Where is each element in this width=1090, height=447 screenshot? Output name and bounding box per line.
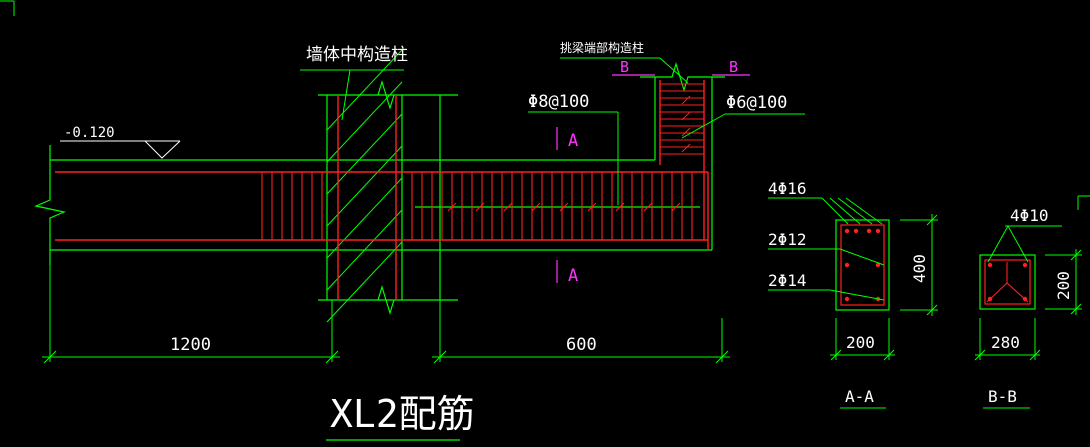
hatch-line (326, 241, 403, 323)
hatch-line (326, 113, 403, 195)
rebar-dot (1022, 296, 1028, 302)
drawing-title: XL2配筋 (330, 392, 475, 436)
bar-tick (559, 202, 569, 212)
elevation-label: -0.120 (64, 125, 115, 141)
bar-tick (447, 202, 457, 212)
section-aa-top-bars: 4Φ16 (768, 179, 807, 198)
bar-tick (671, 202, 681, 212)
section-bb-stirrup (984, 259, 1031, 305)
section-bb-bars (987, 262, 1028, 302)
section-mark-b-left: B (620, 58, 629, 76)
section-aa-width: 200 (846, 333, 875, 352)
rebar-dot (987, 262, 993, 268)
bar-tick (681, 111, 691, 121)
section-aa-height: 400 (910, 254, 929, 283)
bar-tick (681, 127, 691, 137)
hatch-line (326, 49, 403, 131)
rebar-dot (866, 228, 872, 234)
column-hatch (326, 49, 403, 323)
beam-outline (34, 61, 725, 316)
rebar-dot (987, 296, 993, 302)
elevation-marker (60, 140, 181, 159)
rebar-dot (844, 296, 850, 302)
bar-tick (503, 202, 513, 212)
hatch-line (326, 209, 403, 291)
dimension-right: 600 (566, 335, 597, 355)
section-bb-bars-label: 4Φ10 (1010, 206, 1049, 225)
rebar-dot (875, 228, 881, 234)
section-mark-a-top: A (568, 131, 578, 151)
section-aa-name: A-A (845, 387, 874, 406)
bar-ticks (447, 95, 691, 212)
section-bb-name: B-B (988, 387, 1017, 406)
section-cut-marks (556, 74, 750, 283)
section-bb-outline (979, 254, 1036, 310)
hatch-line (326, 145, 403, 227)
end-column-stirrups (660, 83, 704, 155)
section-aa-leaders (768, 197, 938, 361)
bar-tick (531, 202, 541, 212)
section-aa-outline (835, 219, 890, 311)
rebar-dot (1022, 262, 1028, 268)
leader-lines (300, 57, 805, 205)
beam-stirrup-label: Φ8@100 (528, 92, 589, 112)
end-column-note-label: 挑梁端部构造柱 (560, 40, 644, 55)
bar-tick (681, 95, 691, 105)
dimension-left: 1200 (170, 335, 211, 355)
section-aa-bars (844, 228, 881, 302)
bar-tick (475, 202, 485, 212)
bar-tick (587, 202, 597, 212)
section-bb-leaders (974, 225, 1082, 361)
section-bb: 4Φ10 280 200 B-B (974, 206, 1082, 409)
rebar-dot (875, 262, 881, 268)
hatch-line (326, 177, 403, 259)
bar-tick (615, 202, 625, 212)
section-mark-b-right: B (729, 58, 738, 76)
edge-marker (1077, 195, 1090, 210)
dimension-lines (42, 250, 730, 364)
section-aa: 4Φ16 2Φ12 2Φ14 200 400 A-A (768, 179, 938, 409)
section-bb-width: 280 (991, 333, 1020, 352)
rebar-dot (844, 228, 850, 234)
section-aa-mid-bars: 2Φ12 (768, 230, 807, 249)
rebar-dot (844, 262, 850, 268)
rebar-dot (853, 228, 859, 234)
column-stirrup-label: Φ6@100 (726, 93, 787, 113)
hatch-line (326, 81, 403, 163)
bar-tick (681, 143, 691, 153)
section-mark-a-bottom: A (568, 266, 578, 286)
beam-stirrups (261, 172, 693, 240)
rebar-lines (55, 80, 709, 300)
corner-marker (0, 0, 15, 16)
bar-tick (643, 202, 653, 212)
section-bb-height: 200 (1054, 271, 1073, 300)
section-aa-bot-bars: 2Φ14 (768, 271, 807, 290)
column-note-label: 墙体中构造柱 (306, 45, 408, 65)
